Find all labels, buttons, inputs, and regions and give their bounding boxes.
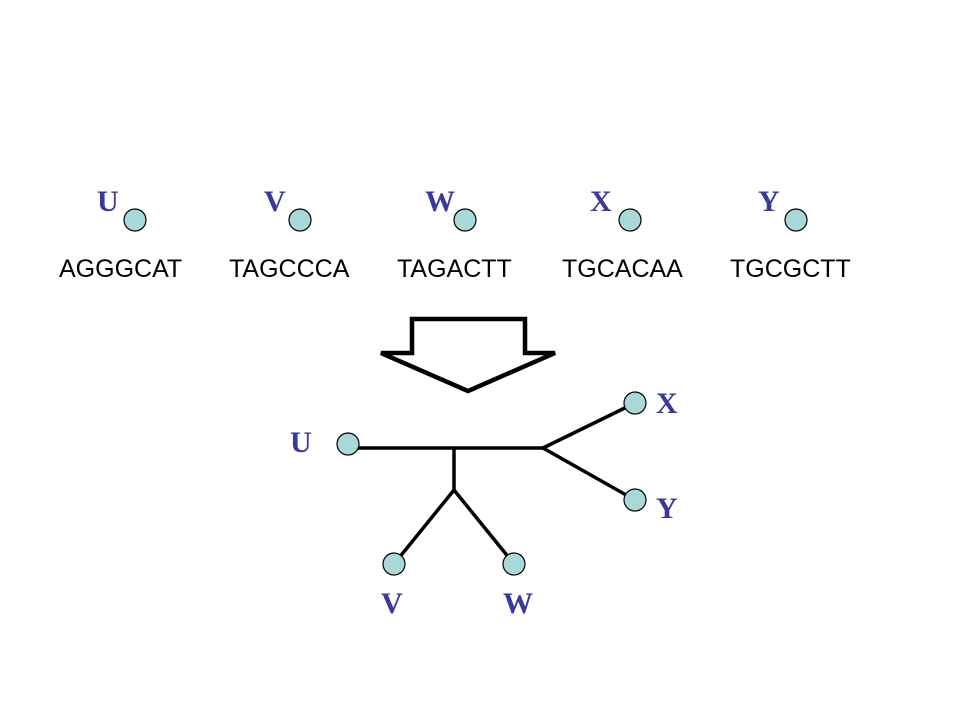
taxon-label-v: V	[264, 185, 286, 218]
edge-to-y	[541, 446, 637, 502]
taxon-label-u: U	[97, 185, 119, 218]
taxa-row: U AGGGCAT V TAGCCCA W TAGACTT X TGCACAA …	[59, 185, 851, 283]
taxon-label-w: W	[425, 185, 455, 218]
tree-label-u: U	[290, 426, 312, 459]
sequence-y: TGCGCTT	[730, 255, 851, 283]
tree-label-x: X	[656, 387, 678, 420]
taxon-node-v	[288, 208, 312, 232]
taxon-node-w	[453, 208, 477, 232]
taxon-label-y: Y	[758, 185, 780, 218]
tree-edges	[346, 401, 637, 566]
tree-label-v: V	[381, 587, 403, 620]
tree-node-x	[623, 391, 647, 415]
tree-node-y	[623, 488, 647, 512]
tree-node-w	[502, 552, 526, 576]
edge-to-x	[541, 401, 637, 450]
sequence-x: TGCACAA	[562, 255, 683, 283]
tree-label-y: Y	[656, 492, 678, 525]
taxon-node-u	[123, 208, 147, 232]
edge-to-v	[392, 488, 456, 566]
down-arrow-icon	[380, 316, 556, 394]
tree-node-v	[382, 552, 406, 576]
sequence-w: TAGACTT	[397, 255, 512, 283]
sequence-v: TAGCCCA	[229, 255, 350, 283]
taxon-node-x	[618, 208, 642, 232]
tree-label-w: W	[503, 587, 533, 620]
taxon-label-x: X	[590, 185, 612, 218]
edge-to-w	[452, 488, 516, 566]
sequence-u: AGGGCAT	[59, 255, 182, 283]
taxon-node-y	[784, 208, 808, 232]
tree-leaves: U X Y V W	[290, 387, 678, 620]
tree-node-u	[336, 432, 360, 456]
